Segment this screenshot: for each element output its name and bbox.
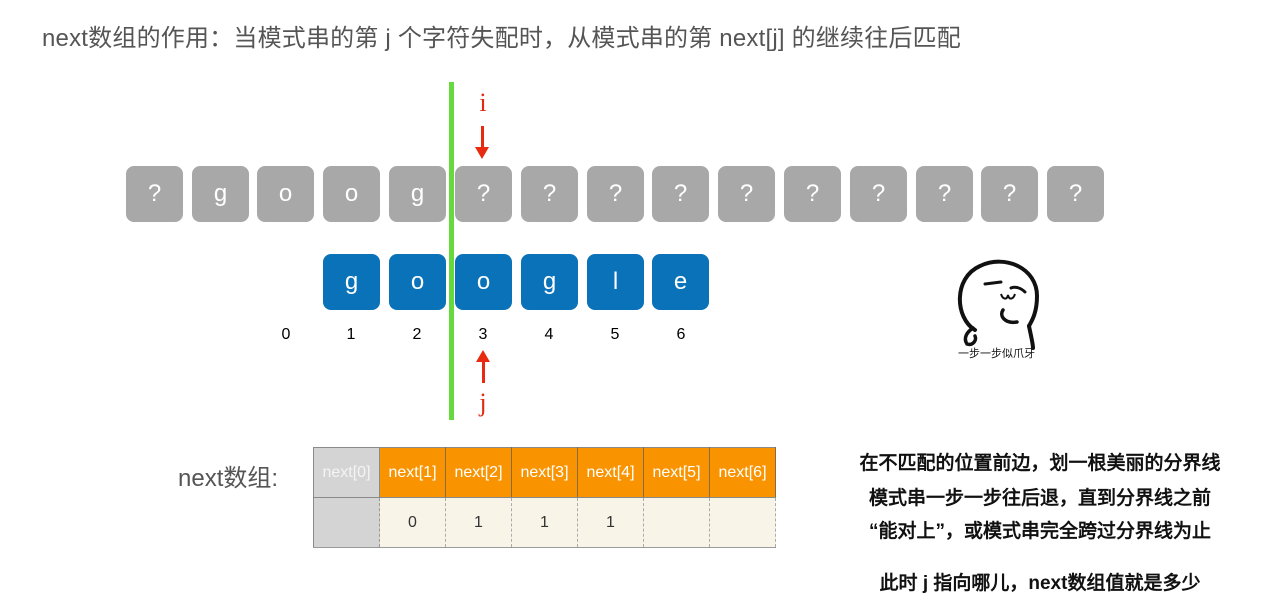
main-char-box: ? xyxy=(718,166,775,222)
note-line-4: 此时 j 指向哪儿，next数组值就是多少 xyxy=(879,573,1201,594)
main-char-box: ? xyxy=(850,166,907,222)
boundary-line xyxy=(449,82,454,420)
table-header-cell: next[6] xyxy=(709,447,776,498)
meme-face-icon xyxy=(957,259,1040,350)
pattern-char-box: o xyxy=(455,254,512,310)
index-label: 2 xyxy=(412,326,422,343)
note-line-3: “能对上”，或模式串完全跨过分界线为止 xyxy=(868,521,1211,542)
main-char-box: ? xyxy=(981,166,1038,222)
main-char-box: ? xyxy=(1047,166,1104,222)
table-header-cell: next[1] xyxy=(379,447,446,498)
table-cell xyxy=(709,497,776,548)
next-array-label: next数组: xyxy=(178,465,279,492)
table-header-cell: next[5] xyxy=(643,447,710,498)
i-pointer-label: i xyxy=(479,88,487,117)
index-label: 1 xyxy=(346,326,356,343)
j-pointer-label: j xyxy=(479,388,487,417)
next-array-table: next[0] next[1] next[2] next[3] next[4] … xyxy=(313,447,776,548)
note-line-2: 模式串一步一步往后退，直到分界线之前 xyxy=(868,488,1211,509)
main-char-box: ? xyxy=(916,166,973,222)
main-char-box: g xyxy=(389,166,446,222)
meme-caption: 一步一步似爪牙 xyxy=(958,348,1035,360)
main-char-box: ? xyxy=(126,166,183,222)
table-cell: 1 xyxy=(445,497,512,548)
note-line-1: 在不匹配的位置前边，划一根美丽的分界线 xyxy=(859,453,1221,474)
pattern-char-box: o xyxy=(389,254,446,310)
table-cell: 1 xyxy=(577,497,644,548)
table-row: 0 1 1 1 xyxy=(313,497,776,548)
index-label: 3 xyxy=(478,326,488,343)
main-char-box: o xyxy=(323,166,380,222)
main-char-box: ? xyxy=(652,166,709,222)
main-char-box: ? xyxy=(455,166,512,222)
table-cell: 1 xyxy=(511,497,578,548)
table-header-cell: next[3] xyxy=(511,447,578,498)
main-char-box: ? xyxy=(587,166,644,222)
pattern-char-box: g xyxy=(521,254,578,310)
table-header-cell: next[2] xyxy=(445,447,512,498)
table-header-cell: next[0] xyxy=(313,447,380,498)
meme-image xyxy=(945,248,1065,368)
table-header-row: next[0] next[1] next[2] next[3] next[4] … xyxy=(313,447,776,498)
pattern-char-box: e xyxy=(652,254,709,310)
index-label: 5 xyxy=(610,326,620,343)
index-label: 0 xyxy=(281,326,291,343)
main-char-box: ? xyxy=(784,166,841,222)
pattern-char-box: g xyxy=(323,254,380,310)
index-label: 6 xyxy=(676,326,686,343)
main-char-box: ? xyxy=(521,166,578,222)
main-char-box: g xyxy=(192,166,249,222)
page-title: next数组的作用：当模式串的第 j 个字符失配时，从模式串的第 next[j]… xyxy=(42,25,961,52)
table-cell xyxy=(313,497,380,548)
main-char-box: o xyxy=(257,166,314,222)
table-cell: 0 xyxy=(379,497,446,548)
table-cell xyxy=(643,497,710,548)
table-header-cell: next[4] xyxy=(577,447,644,498)
pattern-char-box: l xyxy=(587,254,644,310)
index-label: 4 xyxy=(544,326,554,343)
